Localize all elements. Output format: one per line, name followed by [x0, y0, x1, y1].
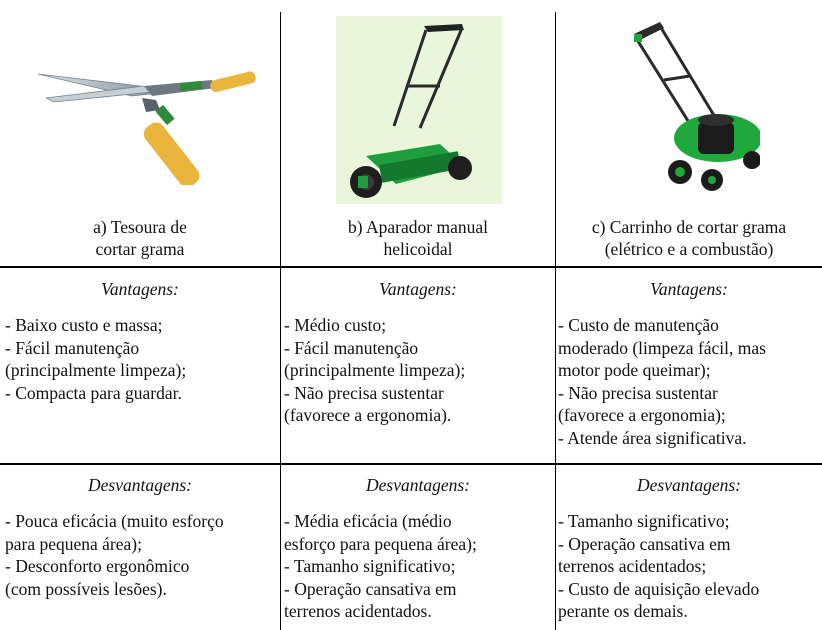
disadvantages-title-shears: Desvantagens:: [87, 475, 192, 495]
disadvantages-list-lawn-mower: - Tamanho significativo; - Operação cans…: [558, 511, 760, 622]
disadvantages-title-reel-mower: Desvantagens:: [365, 475, 470, 495]
advantages-list-lawn-mower: - Custo de manutenção moderado (limpeza …: [558, 315, 766, 448]
column-divider-1: [280, 12, 281, 630]
caption-reel-mower: b) Aparador manual helicoidal: [348, 217, 488, 259]
advantages-list-shears: - Baixo custo e massa; - Fácil manutençã…: [5, 315, 187, 403]
electric-lawn-mower-image: [620, 20, 760, 195]
advantages-title-reel-mower: Vantagens:: [379, 279, 457, 299]
advantages-title-shears: Vantagens:: [101, 279, 179, 299]
disadvantages-list-shears: - Pouca eficácia (muito esforço para peq…: [5, 511, 224, 599]
reel-mower-image: [336, 16, 502, 204]
caption-lawn-mower: c) Carrinho de cortar grama (elétrico e …: [591, 217, 787, 259]
advantages-list-reel-mower: - Médio custo; - Fácil manutenção (princ…: [284, 315, 466, 426]
grass-shears-image: [32, 40, 262, 185]
advantages-title-lawn-mower: Vantagens:: [650, 279, 728, 299]
disadvantages-list-reel-mower: - Média eficácia (médio esforço para peq…: [284, 511, 477, 622]
disadvantages-title-lawn-mower: Desvantagens:: [636, 475, 741, 495]
caption-shears: a) Tesoura de cortar grama: [93, 217, 187, 259]
row-divider-advantages: [0, 463, 822, 465]
row-divider-captions: [0, 266, 822, 268]
column-divider-2: [555, 12, 556, 630]
